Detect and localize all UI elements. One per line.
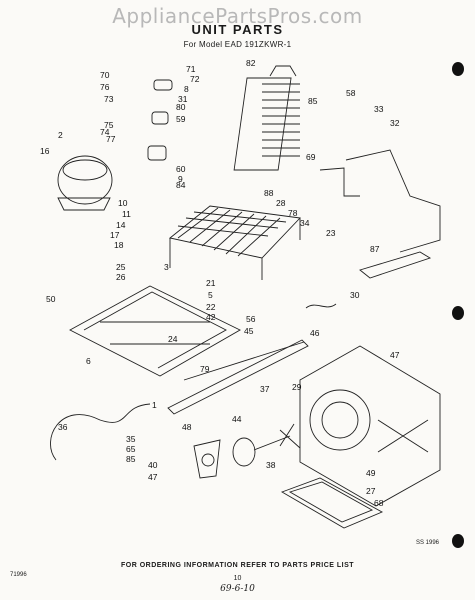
evaporator-coil [168,205,301,280]
part-callout: 27 [366,486,376,496]
part-callout: 37 [260,384,270,394]
part-callout: 50 [46,294,56,304]
page-number: 10 [233,575,242,582]
part-callout: 70 [100,70,110,80]
part-callout: 26 [116,272,126,282]
part-callout: 72 [190,74,200,84]
part-callout: 79 [200,364,210,374]
part-callout: 3 [164,262,169,272]
part-callout: 28 [276,198,286,208]
part-callout: 45 [244,326,254,336]
part-callout: 10 [118,198,128,208]
part-callout: 22 [206,302,216,312]
condenser-coil [233,65,300,171]
part-callout: 75 [104,120,114,130]
mounting-rail [167,339,309,415]
fan-motor [232,423,301,467]
part-callout: 8 [184,84,189,94]
binder-hole-bottom [452,534,464,548]
part-callout: 85 [308,96,318,106]
part-callout: 33 [374,104,384,114]
part-callout: 29 [292,382,302,392]
part-callout: 78 [288,208,298,218]
ordering-note: FOR ORDERING INFORMATION REFER TO PARTS … [120,562,355,569]
part-callout: 58 [346,88,356,98]
part-callout: 16 [40,146,50,156]
part-callout: 38 [266,460,276,470]
part-callout: 73 [104,94,114,104]
relay-assembly [147,79,173,161]
part-callout: 71 [186,64,196,74]
defrost-heater [319,149,441,253]
binder-hole-top [452,62,464,76]
part-callout: 1 [152,400,157,410]
base-frame [69,285,241,377]
handwritten-note: 69-6-10 [220,584,255,594]
power-cord [50,403,151,461]
binder-hole-middle [452,306,464,320]
part-callout: 77 [106,134,116,144]
part-callout: 21 [206,278,216,288]
part-callout: 48 [182,422,192,432]
part-callout: 34 [300,218,310,228]
part-callout: 84 [176,180,186,190]
part-callout: 2 [58,130,63,140]
part-callout: 23 [326,228,336,238]
part-callout: 59 [176,114,186,124]
tube-30 [305,303,337,309]
part-callout: 35 [126,434,136,444]
part-callout: 40 [148,460,158,470]
compressor [57,155,113,211]
part-callout: 82 [246,58,256,68]
part-callout: 18 [114,240,124,250]
part-callout: 56 [246,314,256,324]
drawing-code-left: 71996 [10,572,27,578]
part-callout: 31 [178,94,188,104]
part-callout: 60 [176,164,186,174]
fan-shroud [299,345,441,507]
watermark-text: AppliancePartsPros.com [112,4,363,28]
part-callout: 42 [206,312,216,322]
part-callout: 69 [306,152,316,162]
part-callout: 76 [100,82,110,92]
part-callout: 44 [232,414,242,424]
drain-pan [280,477,384,529]
part-callout: 6 [86,356,91,366]
bracket-87 [359,251,432,279]
part-callout: 47 [148,472,158,482]
part-callout: 74 [100,127,110,137]
part-callout: 65 [126,444,136,454]
thermostat-48 [193,439,221,479]
part-callout: 49 [366,468,376,478]
diagram-title: UNIT PARTS [191,22,284,37]
part-callout: 87 [370,244,380,254]
part-callout: 25 [116,262,126,272]
part-callout: 17 [110,230,120,240]
part-callout: 30 [350,290,360,300]
part-callout: 11 [122,209,131,219]
part-callout: 85 [126,454,136,464]
part-callout: 80 [176,102,186,112]
part-callout: 46 [310,328,320,338]
part-callout: 5 [208,290,213,300]
part-callout: 47 [390,350,400,360]
part-callout: 9 [178,174,183,184]
part-callout: 14 [116,220,126,230]
part-callout: 36 [58,422,68,432]
part-callout: 88 [264,188,274,198]
part-callout: 32 [390,118,400,128]
part-callout: 68 [374,498,384,508]
model-subtitle: For Model EAD 191ZKWR-1 [183,40,292,49]
part-callout: 24 [168,334,178,344]
drawing-code-right: SS 1996 [416,540,440,546]
